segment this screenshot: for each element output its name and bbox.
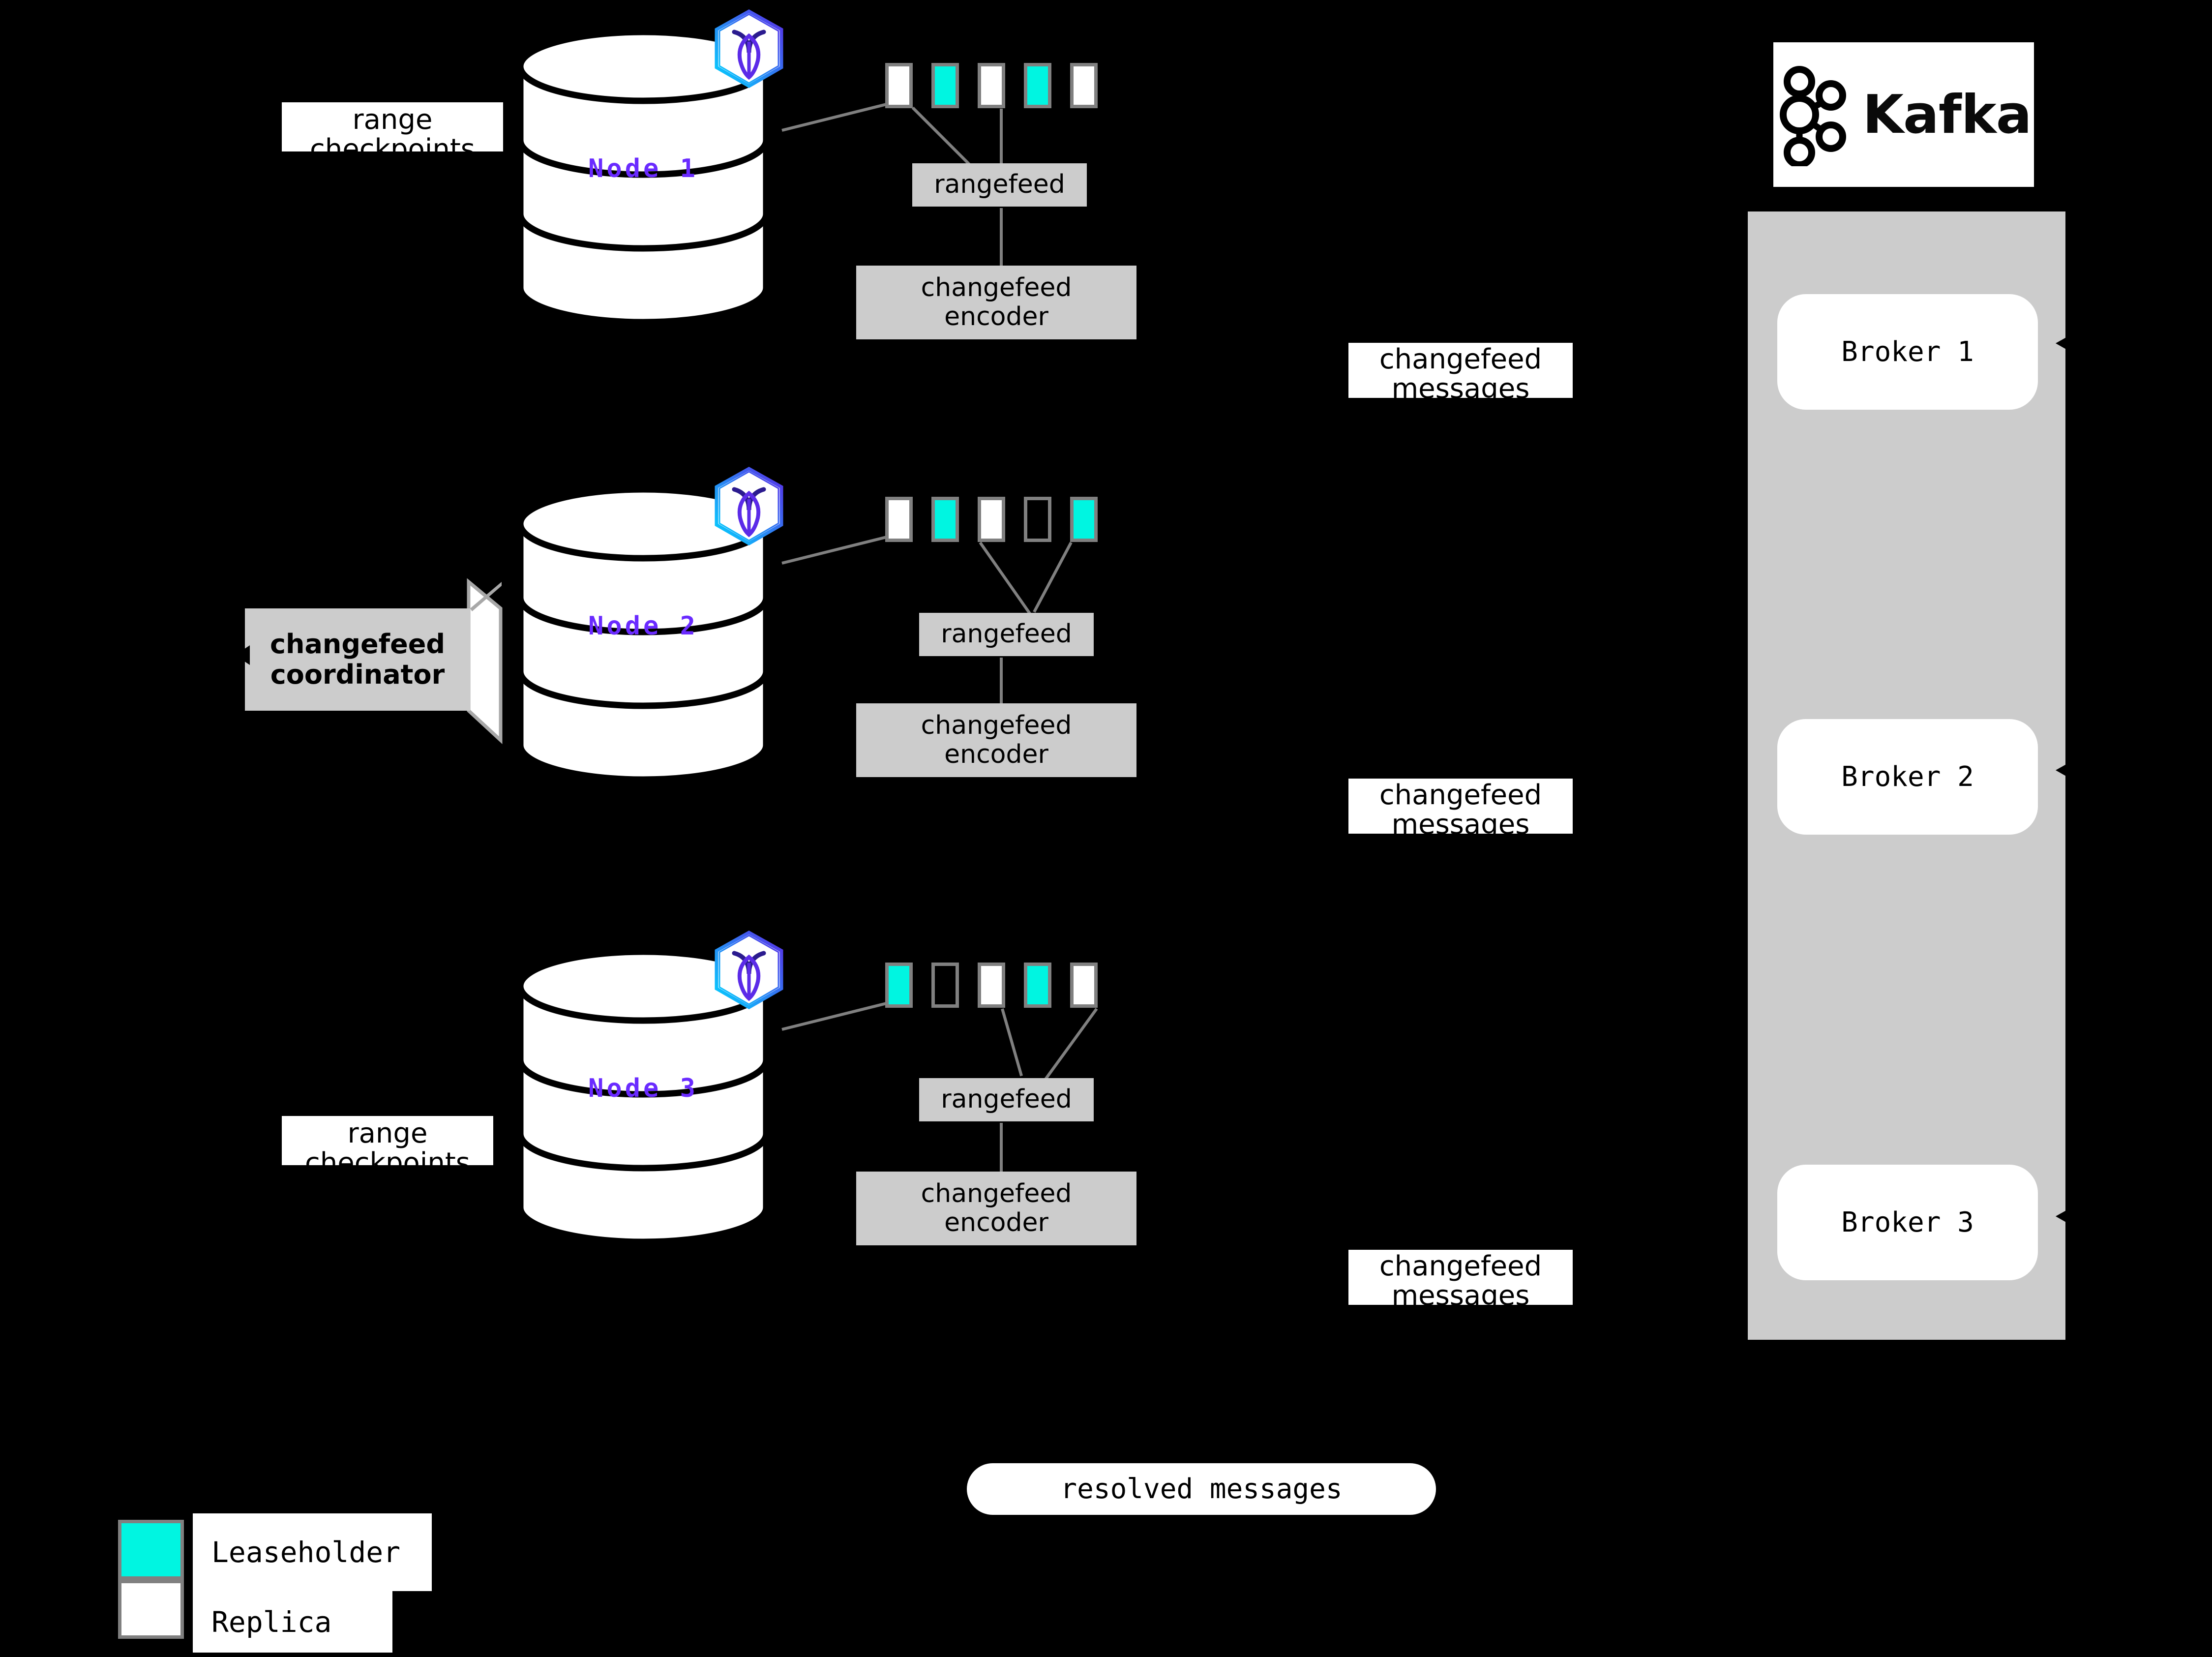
changefeed-messages-label-node1: changefeed messages — [1348, 343, 1573, 404]
changefeed-coordinator-label: changefeed coordinator — [245, 608, 470, 711]
range-cell[interactable] — [931, 63, 959, 108]
kafka-logo-box: Kafka — [1773, 42, 2034, 187]
changefeed-encoder-box-node1[interactable]: changefeed encoder — [856, 266, 1136, 339]
range-cell[interactable] — [1070, 63, 1098, 108]
changefeed-encoder-box-node3[interactable]: changefeed encoder — [856, 1172, 1136, 1245]
cockroachdb-logo-icon-node2 — [710, 465, 788, 548]
range-cell[interactable] — [1024, 497, 1051, 542]
range-cell[interactable] — [885, 963, 913, 1008]
range-cell[interactable] — [978, 963, 1005, 1008]
range-cell[interactable] — [978, 497, 1005, 542]
range-cell[interactable] — [885, 63, 913, 108]
connector-range-rangefeed-node3-a — [1001, 1008, 1023, 1077]
rangefeed-box-node2[interactable]: rangefeed — [919, 613, 1094, 656]
kafka-wordmark: Kafka — [1862, 84, 2032, 146]
range-cell[interactable] — [931, 497, 959, 542]
connector-node1-range — [781, 101, 892, 132]
database-cylinder-node3: Node 3 — [515, 947, 771, 1247]
changefeed-messages-label-node2: changefeed messages — [1348, 779, 1573, 840]
range-row-node3 — [885, 963, 1116, 1008]
legend-swatch-leaseholder — [118, 1520, 184, 1580]
range-checkpoints-label-node1: range checkpoints — [282, 102, 503, 164]
cockroachdb-logo-icon-node1 — [710, 7, 788, 91]
broker-arrowhead-icon-3 — [2056, 1207, 2071, 1225]
range-checkpoints-label-node3: range checkpoints — [282, 1116, 493, 1178]
node-label-node2: Node 2 — [588, 611, 698, 641]
legend: Leaseholder Replica — [118, 1512, 432, 1653]
broker-arrowhead-icon-1 — [2056, 334, 2071, 352]
range-row-node1 — [885, 63, 1116, 108]
legend-swatch-replica — [118, 1580, 184, 1639]
range-cell[interactable] — [1070, 497, 1098, 542]
changefeed-coordinator[interactable]: changefeed coordinator — [245, 578, 530, 745]
connector-rangefeed-encoder-node1 — [1000, 208, 1003, 268]
coordinator-arrowhead-icon — [235, 645, 250, 665]
rangefeed-box-node1[interactable]: rangefeed — [912, 163, 1087, 207]
database-cylinder-node2: Node 2 — [515, 484, 771, 784]
connector-range-rangefeed-node2-a — [979, 542, 1031, 614]
connector-range-rangefeed-node1-b — [1000, 109, 1003, 169]
broker-box-3[interactable]: Broker 3 — [1777, 1165, 2038, 1280]
broker-box-2[interactable]: Broker 2 — [1777, 719, 2038, 835]
resolved-messages-pill[interactable]: resolved messages — [967, 1463, 1436, 1515]
legend-label-leaseholder: Leaseholder — [193, 1513, 432, 1591]
connector-node2-range — [781, 534, 892, 565]
range-cell[interactable] — [1070, 963, 1098, 1008]
changefeed-messages-label-node3: changefeed messages — [1348, 1250, 1573, 1311]
range-cell[interactable] — [885, 497, 913, 542]
kafka-network-icon — [1780, 66, 1847, 166]
rangefeed-box-node3[interactable]: rangefeed — [919, 1078, 1094, 1121]
legend-label-replica: Replica — [193, 1591, 392, 1653]
range-cell[interactable] — [931, 963, 959, 1008]
node-label-node1: Node 1 — [588, 154, 698, 183]
connector-range-rangefeed-node2-b — [1033, 542, 1073, 613]
range-cell[interactable] — [1024, 963, 1051, 1008]
cockroachdb-logo-icon-node3 — [710, 929, 788, 1012]
database-cylinder-node1: Node 1 — [515, 27, 771, 327]
connector-node3-range — [781, 1000, 892, 1031]
broker-box-1[interactable]: Broker 1 — [1777, 294, 2038, 410]
range-cell[interactable] — [1024, 63, 1051, 108]
broker-arrowhead-icon-2 — [2056, 761, 2071, 779]
range-cell[interactable] — [978, 63, 1005, 108]
node-label-node3: Node 3 — [588, 1074, 698, 1103]
range-row-node2 — [885, 497, 1116, 542]
changefeed-encoder-box-node2[interactable]: changefeed encoder — [856, 703, 1136, 777]
connector-range-rangefeed-node1-a — [911, 106, 975, 170]
connector-range-rangefeed-node3-b — [1043, 1008, 1098, 1082]
